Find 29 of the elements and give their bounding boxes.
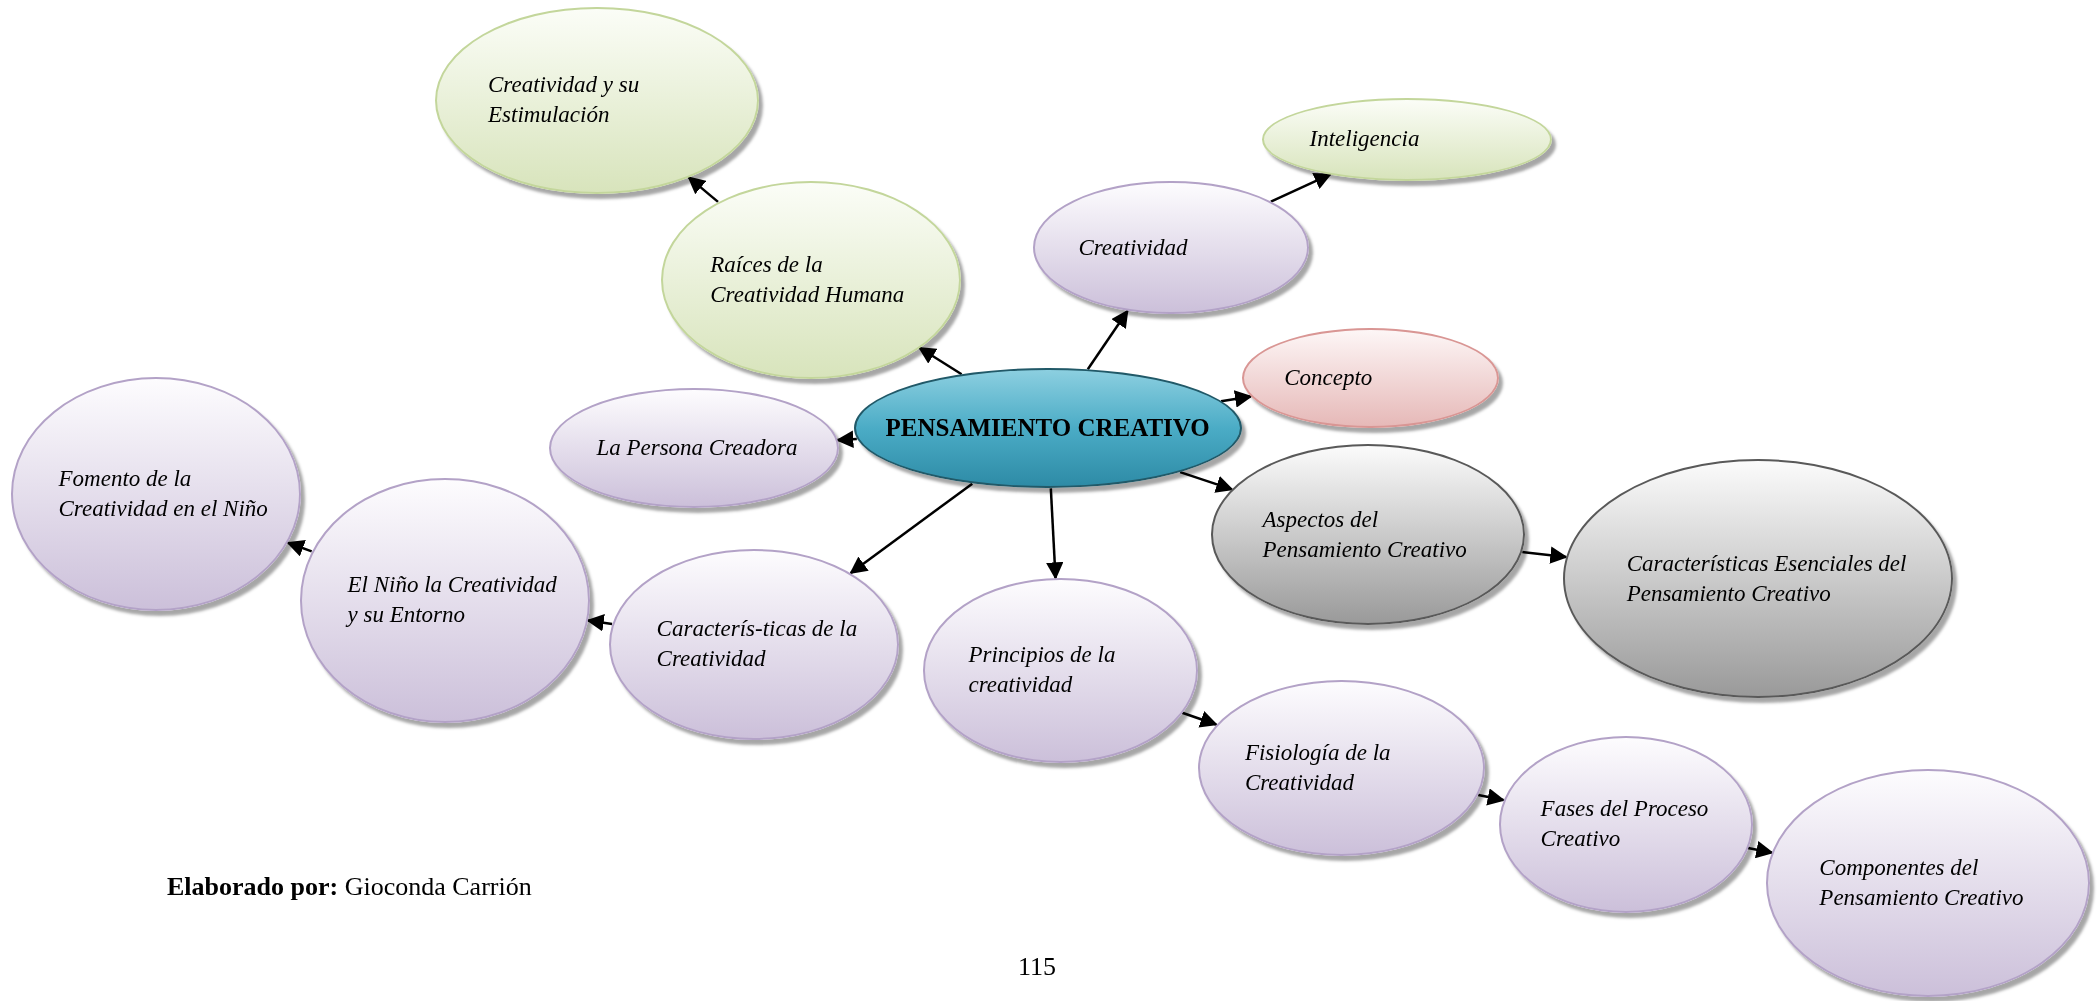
arrow	[1270, 173, 1332, 203]
node-label: Principios de la creatividad	[968, 641, 1117, 700]
page-number: 115	[1018, 952, 1057, 982]
author-credit: Elaborado por: Gioconda Carrión	[167, 872, 532, 902]
arrow	[286, 539, 313, 557]
arrow	[1181, 711, 1218, 728]
node-label: PENSAMIENTO CREATIVO	[884, 413, 1211, 444]
node-label: Fomento de la Creatividad en el Niño	[58, 465, 269, 524]
node-label: Caracterís-ticas de la Creatividad	[656, 615, 859, 674]
node-label: El Niño la Creatividad y su Entorno	[347, 571, 558, 630]
node-label: Inteligencia	[1309, 125, 1421, 154]
arrow	[687, 176, 719, 203]
node-label: La Persona Creadora	[596, 434, 799, 463]
node-label: Características Esenciales del Pensamiento Creativo	[1626, 549, 1908, 608]
node-label: Fases del Proceso Creativo	[1540, 795, 1710, 854]
arrow	[1179, 470, 1234, 493]
arrow	[1086, 309, 1129, 370]
node-label: Raíces de la Creatividad Humana	[710, 250, 906, 309]
arrow	[849, 482, 973, 575]
node-label: Creatividad y su Estimulación	[488, 71, 641, 130]
node-label: Concepto	[1284, 364, 1374, 393]
arrow	[1220, 390, 1253, 408]
node-label: Componentes del Pensamiento Creativo	[1819, 854, 2025, 913]
node-label: Creatividad	[1078, 233, 1189, 262]
arrow	[586, 614, 613, 632]
node-label: Fisiología de la Creatividad	[1244, 739, 1392, 797]
arrow	[918, 346, 963, 376]
arrow	[1045, 488, 1064, 580]
node-label: Aspectos del Pensamiento Creativo	[1262, 505, 1468, 564]
